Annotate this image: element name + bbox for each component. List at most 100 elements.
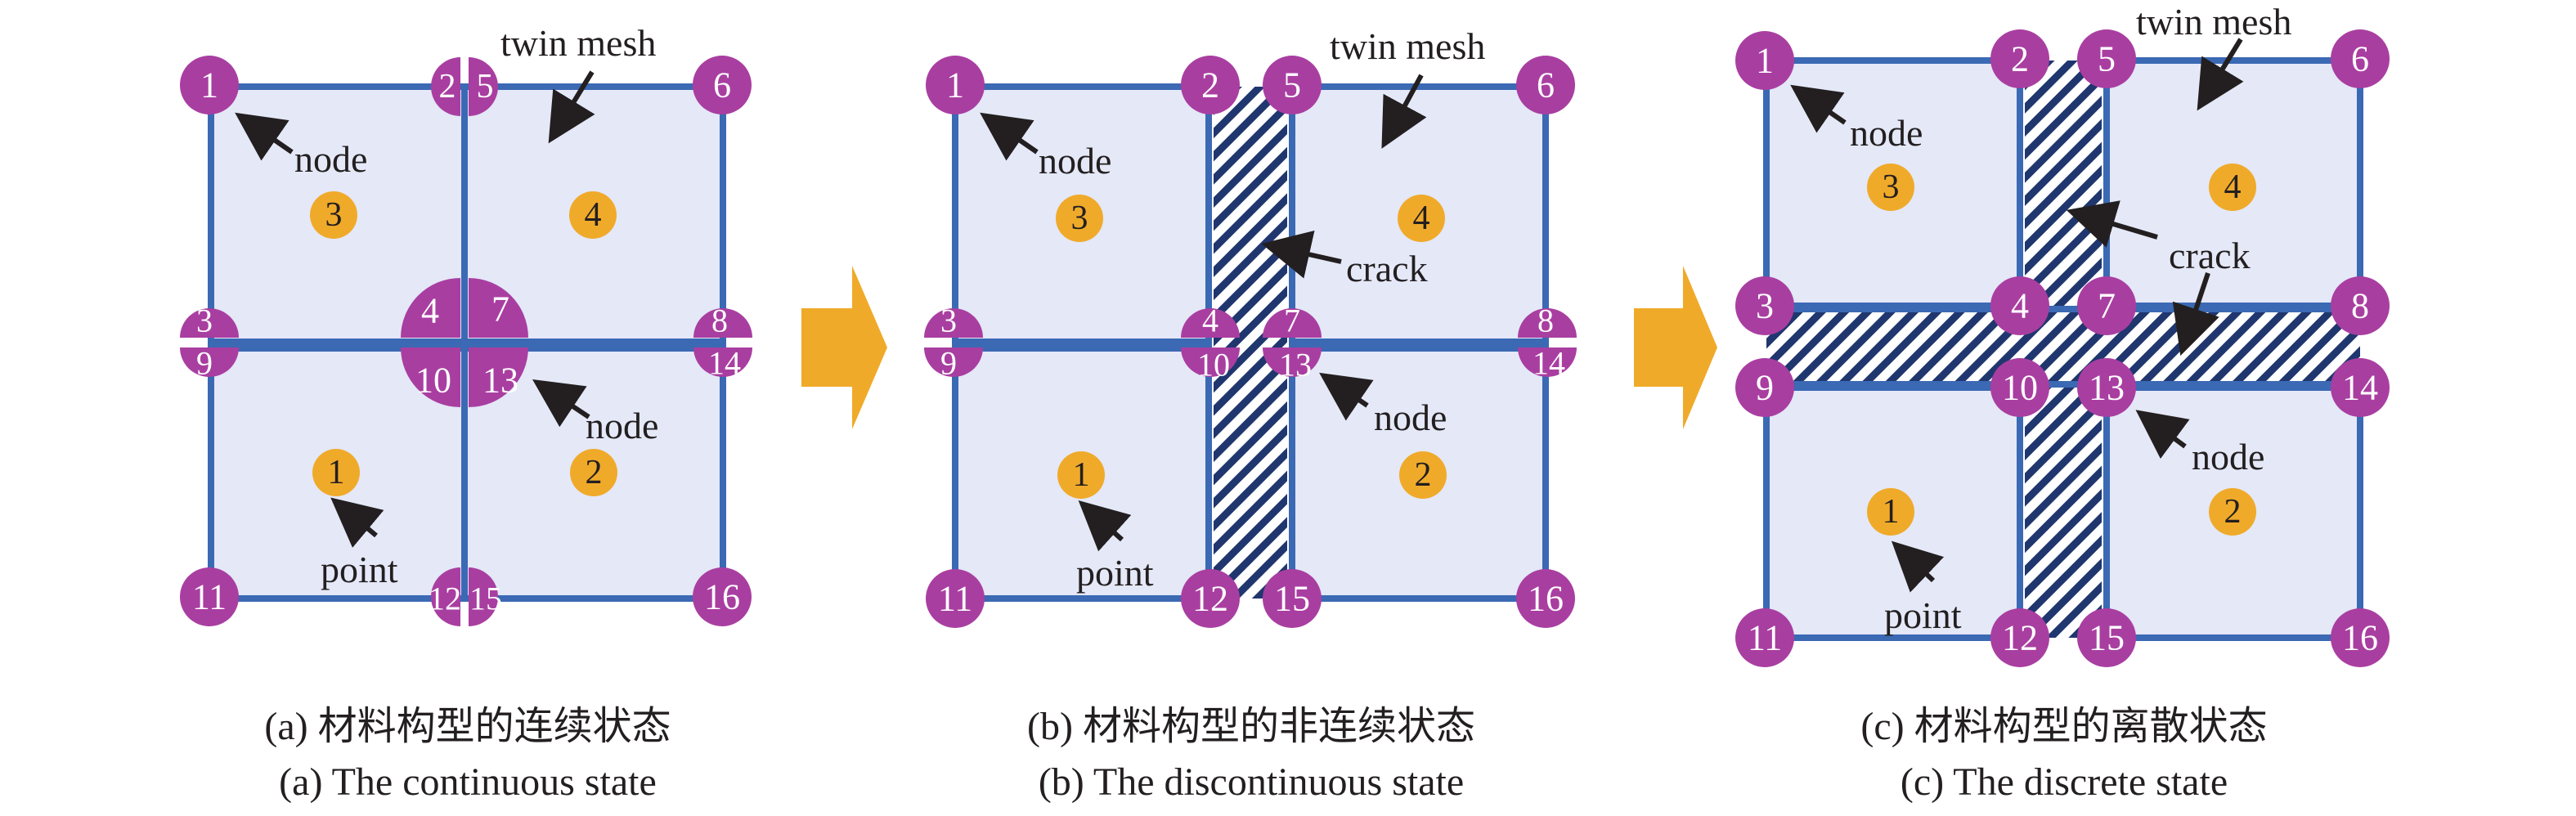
node-arrow-bottom [2135, 410, 2190, 460]
crack-band-horizontal [1766, 311, 2360, 383]
crack-arrow-2 [2172, 272, 2219, 356]
node-2: 2 [439, 68, 456, 105]
svg-text:6: 6 [1537, 65, 1555, 105]
node-16: 16 [693, 567, 752, 626]
node-4-10-split: 4 10 [1181, 303, 1240, 383]
node-10: 10 [415, 361, 451, 401]
node-9: 9 [196, 345, 213, 382]
panel-c: 1 2 5 6 3 4 7 8 9 10 13 14 11 12 15 16 3… [1735, 1, 2390, 667]
caption-a-cn: (a) 材料构型的连续状态 [264, 705, 671, 748]
node-12: 12 [1990, 608, 2049, 667]
node-15: 15 [469, 581, 502, 617]
twin-mesh-arrow [548, 70, 595, 144]
transition-arrow-2 [1634, 266, 1717, 429]
svg-text:2: 2 [1201, 65, 1219, 105]
node-9: 9 [1735, 358, 1794, 417]
panel-a: 1 2 5 6 3 9 4 7 10 13 [180, 22, 752, 626]
node-6: 6 [693, 56, 752, 114]
crack-label: crack [1346, 248, 1428, 289]
node-16: 16 [1516, 569, 1575, 628]
point-2: 2 [570, 449, 617, 496]
node-arrow-top [1790, 84, 1847, 133]
node-13: 13 [2077, 358, 2136, 417]
node-8: 8 [2331, 276, 2390, 335]
svg-text:4: 4 [1413, 200, 1430, 237]
node-1: 1 [180, 56, 239, 114]
point-4: 4 [2209, 164, 2256, 211]
node-16: 16 [2331, 608, 2390, 667]
svg-text:15: 15 [1274, 579, 1310, 619]
point-3: 3 [310, 191, 357, 239]
node-8-14-split: 8 14 [693, 303, 752, 382]
svg-text:4: 4 [2011, 286, 2029, 326]
node-7: 7 [2077, 276, 2136, 335]
crack-label: crack [2169, 235, 2251, 276]
svg-text:5: 5 [1283, 65, 1301, 105]
svg-text:6: 6 [2351, 39, 2369, 79]
crack-arrow [1261, 230, 1342, 279]
point-label: point [1076, 552, 1154, 594]
svg-text:2: 2 [586, 454, 603, 491]
node-3-9-split: 3 9 [924, 303, 983, 382]
svg-text:16: 16 [704, 577, 740, 617]
node-2-5-split: 2 5 [431, 57, 498, 116]
node-14: 14 [1533, 345, 1565, 382]
node-1: 1 [926, 56, 985, 114]
node-5: 5 [1263, 56, 1322, 114]
svg-text:4: 4 [585, 196, 602, 234]
node-2: 2 [1181, 56, 1240, 114]
node-13: 13 [1279, 347, 1312, 383]
point-label: point [321, 549, 398, 590]
point-arrow [1078, 500, 1132, 552]
node-14: 14 [2331, 358, 2390, 417]
point-arrow [330, 497, 384, 548]
svg-text:1: 1 [1756, 41, 1774, 81]
node-label-top: node [294, 138, 367, 180]
svg-text:12: 12 [1192, 579, 1228, 619]
point-4: 4 [1398, 195, 1445, 242]
node-8: 8 [1537, 303, 1554, 339]
node-13: 13 [482, 361, 518, 401]
point-1: 1 [312, 449, 360, 496]
point-4: 4 [569, 191, 617, 239]
node-10: 10 [1990, 358, 2049, 417]
svg-text:1: 1 [328, 454, 345, 491]
svg-text:11: 11 [1748, 618, 1782, 658]
node-4-7-10-13-quad: 4 7 10 13 [401, 278, 528, 407]
twin-mesh-label: twin mesh [2136, 1, 2291, 43]
svg-text:8: 8 [2351, 286, 2369, 326]
node-5: 5 [477, 68, 494, 105]
transition-arrow-1 [801, 266, 887, 429]
node-label-top: node [1039, 140, 1111, 182]
node-7: 7 [491, 289, 509, 330]
node-label-bottom: node [2192, 436, 2264, 477]
caption-a-en: (a) The continuous state [279, 760, 657, 804]
node-arrow-top [235, 112, 294, 161]
svg-text:15: 15 [2089, 618, 2125, 658]
node-1: 1 [1735, 31, 1794, 90]
node-11: 11 [1735, 608, 1794, 667]
node-12: 12 [1181, 569, 1240, 628]
svg-text:6: 6 [713, 65, 731, 105]
point-arrow [1891, 540, 1945, 593]
svg-text:2: 2 [2224, 493, 2242, 531]
node-7: 7 [1284, 303, 1300, 339]
point-label: point [1884, 594, 1962, 636]
svg-text:1: 1 [1883, 493, 1900, 531]
node-4: 4 [1202, 303, 1218, 339]
svg-text:3: 3 [1883, 168, 1900, 206]
svg-text:7: 7 [2098, 286, 2116, 326]
node-3: 3 [940, 303, 957, 339]
svg-text:12: 12 [2002, 618, 2038, 658]
node-8-14-split: 8 14 [1518, 303, 1577, 382]
svg-text:14: 14 [2342, 368, 2378, 408]
panel-b: 1 2 5 6 3 9 4 10 7 13 8 14 11 12 [924, 25, 1577, 628]
point-3: 3 [1867, 164, 1914, 211]
node-3: 3 [196, 303, 213, 339]
twin-mesh-arrow [2197, 38, 2244, 111]
svg-text:11: 11 [192, 577, 227, 617]
crack-arrow-1 [2066, 200, 2158, 248]
node-arrow-bottom [532, 379, 590, 428]
node-15: 15 [2077, 608, 2136, 667]
